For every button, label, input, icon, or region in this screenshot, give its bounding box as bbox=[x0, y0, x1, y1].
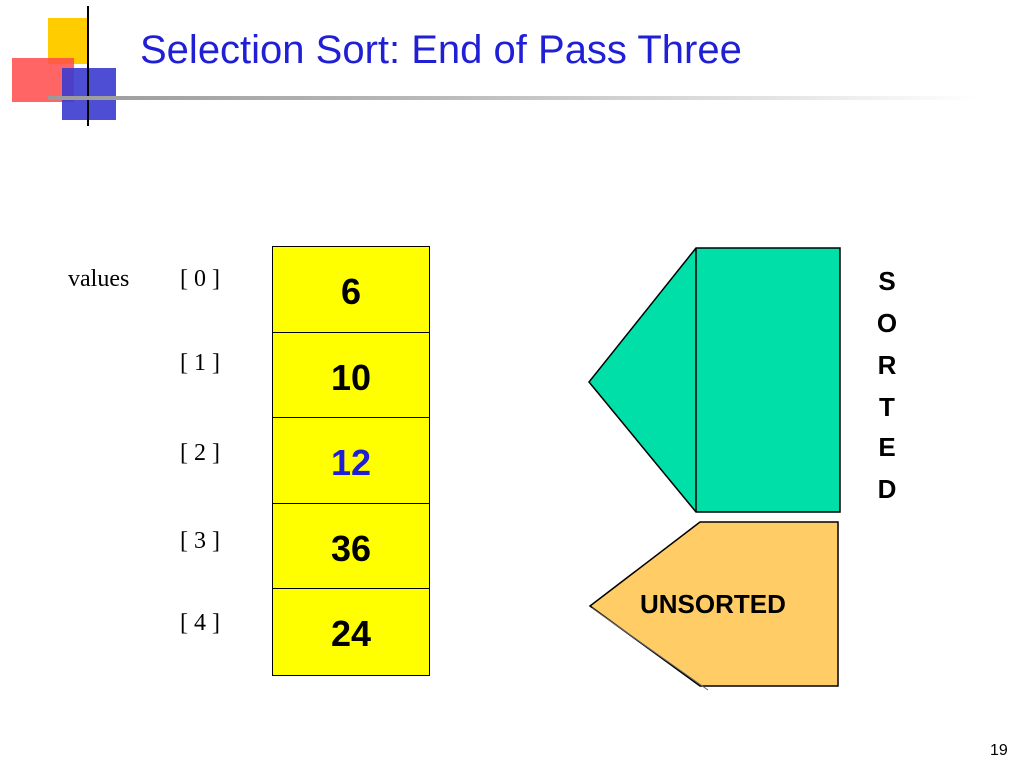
index-label-1: [ 1 ] bbox=[180, 350, 220, 376]
array-cell-1: 10 bbox=[273, 333, 429, 418]
title-underline bbox=[48, 96, 978, 100]
array-cell-0: 6 bbox=[273, 247, 429, 333]
sorted-letter-4: E bbox=[878, 432, 896, 462]
array-cell-3: 36 bbox=[273, 504, 429, 589]
index-label-2: [ 2 ] bbox=[180, 440, 220, 466]
page-number: 19 bbox=[990, 742, 1008, 759]
array-value-1: 10 bbox=[330, 356, 372, 398]
sorted-letter-3: T bbox=[879, 392, 895, 422]
slide-title: Selection Sort: End of Pass Three bbox=[140, 28, 742, 72]
index-label-4: [ 4 ] bbox=[180, 610, 220, 636]
unsorted-label: UNSORTED bbox=[640, 589, 786, 619]
array-value-3: 36 bbox=[330, 527, 372, 569]
sorted-region-arrow bbox=[588, 247, 841, 513]
array-value-0: 6 bbox=[340, 271, 362, 312]
sorted-letter-2: R bbox=[877, 350, 897, 380]
array-cell-2: 12 bbox=[273, 418, 429, 504]
sorted-letter-5: D bbox=[877, 474, 897, 504]
unsorted-shadow-edge bbox=[591, 607, 709, 691]
index-label-0: [ 0 ] bbox=[180, 266, 220, 292]
array-box: 6 10 12 36 24 bbox=[272, 246, 430, 676]
logo-decoration bbox=[12, 6, 135, 126]
array-cell-4: 24 bbox=[273, 589, 429, 675]
array-name-label: values bbox=[68, 266, 130, 292]
array-value-4: 24 bbox=[330, 613, 372, 654]
sorted-letter-1: O bbox=[876, 308, 898, 338]
logo-yellow-square bbox=[48, 18, 88, 64]
index-label-3: [ 3 ] bbox=[180, 528, 220, 554]
sorted-letter-0: S bbox=[878, 266, 896, 296]
array-value-2-highlighted: 12 bbox=[330, 442, 372, 483]
